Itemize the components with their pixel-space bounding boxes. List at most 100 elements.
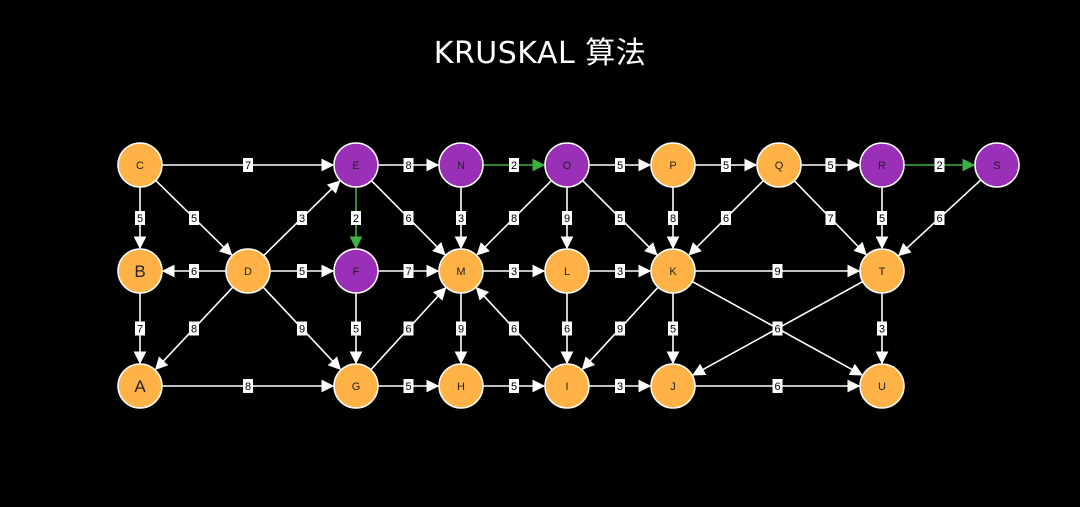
edge-weight-T-U: 3 bbox=[877, 321, 887, 336]
node-N[interactable]: N bbox=[438, 142, 484, 188]
edge-weight-label: 2 bbox=[936, 160, 942, 172]
node-circle[interactable] bbox=[438, 363, 484, 409]
edge-weight-E-N: 8 bbox=[403, 158, 414, 172]
node-T[interactable]: T bbox=[859, 248, 905, 294]
edge-weight-D-F: 5 bbox=[297, 264, 307, 278]
edge-weight-label: 6 bbox=[774, 381, 780, 393]
node-U[interactable]: U bbox=[859, 363, 905, 409]
node-label: O bbox=[563, 160, 572, 172]
edge-weight-E-F: 2 bbox=[351, 211, 361, 225]
node-label: U bbox=[878, 381, 886, 393]
node-circle[interactable] bbox=[650, 142, 696, 188]
node-circle[interactable] bbox=[859, 248, 905, 294]
node-circle[interactable] bbox=[974, 142, 1020, 188]
node-circle[interactable] bbox=[438, 248, 484, 294]
edge-weight-J-U: 6 bbox=[772, 379, 783, 393]
node-S[interactable]: S bbox=[974, 142, 1020, 188]
edge-weight-label: 3 bbox=[617, 266, 623, 278]
edge-weight-O-K: 5 bbox=[615, 211, 625, 225]
edge-weight-label: 3 bbox=[879, 324, 885, 336]
node-label: K bbox=[669, 266, 677, 278]
node-circle[interactable] bbox=[859, 363, 905, 409]
node-label: N bbox=[457, 160, 465, 172]
edge-weight-L-K: 3 bbox=[615, 264, 625, 278]
node-circle[interactable] bbox=[225, 248, 271, 294]
edge-weight-label: 5 bbox=[827, 160, 833, 172]
node-circle[interactable] bbox=[117, 363, 163, 409]
node-circle[interactable] bbox=[438, 142, 484, 188]
edge-weight-label: 6 bbox=[936, 213, 942, 225]
node-label: S bbox=[993, 160, 1000, 172]
node-circle[interactable] bbox=[544, 142, 590, 188]
node-label: M bbox=[456, 266, 465, 278]
node-Q[interactable]: Q bbox=[756, 142, 802, 188]
node-label: T bbox=[879, 266, 886, 278]
node-E[interactable]: E bbox=[333, 142, 379, 188]
edge-weight-F-M: 7 bbox=[403, 264, 414, 278]
edge-weight-K-J: 5 bbox=[668, 321, 678, 336]
edge-weight-L-I: 6 bbox=[562, 321, 572, 336]
edge-weight-label: 6 bbox=[564, 324, 570, 336]
edge-weight-Q-K: 6 bbox=[721, 211, 731, 225]
edge-weight-label: 3 bbox=[458, 213, 464, 225]
edge-weight-label: 6 bbox=[774, 324, 780, 336]
node-O[interactable]: O bbox=[544, 142, 590, 188]
node-G[interactable]: G bbox=[333, 363, 379, 409]
node-H[interactable]: H bbox=[438, 363, 484, 409]
edge-weight-label: 8 bbox=[245, 381, 251, 393]
node-I[interactable]: I bbox=[544, 363, 590, 409]
edge-weight-label: 2 bbox=[353, 213, 359, 225]
edge-weight-label: 3 bbox=[299, 213, 305, 225]
node-label: P bbox=[669, 160, 676, 172]
edge-weight-R-T: 5 bbox=[877, 211, 887, 225]
edge-weight-D-G: 9 bbox=[297, 321, 307, 336]
edge-weight-label: 8 bbox=[191, 324, 197, 336]
node-label: R bbox=[878, 160, 886, 172]
node-circle[interactable] bbox=[859, 142, 905, 188]
edge-weight-label: 2 bbox=[511, 160, 517, 172]
edge-weight-label: 5 bbox=[617, 213, 623, 225]
node-F[interactable]: F bbox=[333, 248, 379, 294]
node-R[interactable]: R bbox=[859, 142, 905, 188]
node-D[interactable]: D bbox=[225, 248, 271, 294]
node-circle[interactable] bbox=[544, 363, 590, 409]
page-title: KRUSKAL 算法 bbox=[433, 36, 647, 71]
edge-weight-label: 6 bbox=[723, 213, 729, 225]
node-circle[interactable] bbox=[650, 363, 696, 409]
node-circle[interactable] bbox=[333, 248, 379, 294]
edge-weight-G-M: 6 bbox=[403, 321, 414, 336]
edge-weight-label: 6 bbox=[191, 266, 197, 278]
edge-weight-label: 5 bbox=[353, 324, 359, 336]
edge-weight-label: 8 bbox=[670, 213, 676, 225]
node-J[interactable]: J bbox=[650, 363, 696, 409]
node-circle[interactable] bbox=[650, 248, 696, 294]
node-K[interactable]: K bbox=[650, 248, 696, 294]
node-circle[interactable] bbox=[333, 363, 379, 409]
edge-weight-label: 9 bbox=[617, 324, 623, 336]
edge-weight-label: 3 bbox=[511, 266, 517, 278]
node-C[interactable]: C bbox=[117, 142, 163, 188]
node-P[interactable]: P bbox=[650, 142, 696, 188]
node-M[interactable]: M bbox=[438, 248, 484, 294]
node-circle[interactable] bbox=[544, 248, 590, 294]
edge-weight-label: 9 bbox=[564, 213, 570, 225]
node-circle[interactable] bbox=[117, 248, 163, 294]
edge-weight-label: 5 bbox=[723, 160, 729, 172]
edge-weight-Q-T: 7 bbox=[825, 211, 836, 225]
edge-weight-label: 7 bbox=[827, 213, 833, 225]
node-circle[interactable] bbox=[333, 142, 379, 188]
node-L[interactable]: L bbox=[544, 248, 590, 294]
node-label: F bbox=[353, 266, 360, 278]
node-label: H bbox=[457, 381, 465, 393]
edge-weight-label: 7 bbox=[245, 160, 251, 172]
edge-weight-label: 5 bbox=[511, 381, 517, 393]
node-label: E bbox=[352, 160, 359, 172]
node-circle[interactable] bbox=[756, 142, 802, 188]
node-label: C bbox=[136, 160, 144, 172]
node-circle[interactable] bbox=[117, 142, 163, 188]
node-B[interactable]: B bbox=[117, 248, 163, 294]
node-A[interactable]: A bbox=[117, 363, 163, 409]
edge-weight-label: 9 bbox=[774, 266, 780, 278]
